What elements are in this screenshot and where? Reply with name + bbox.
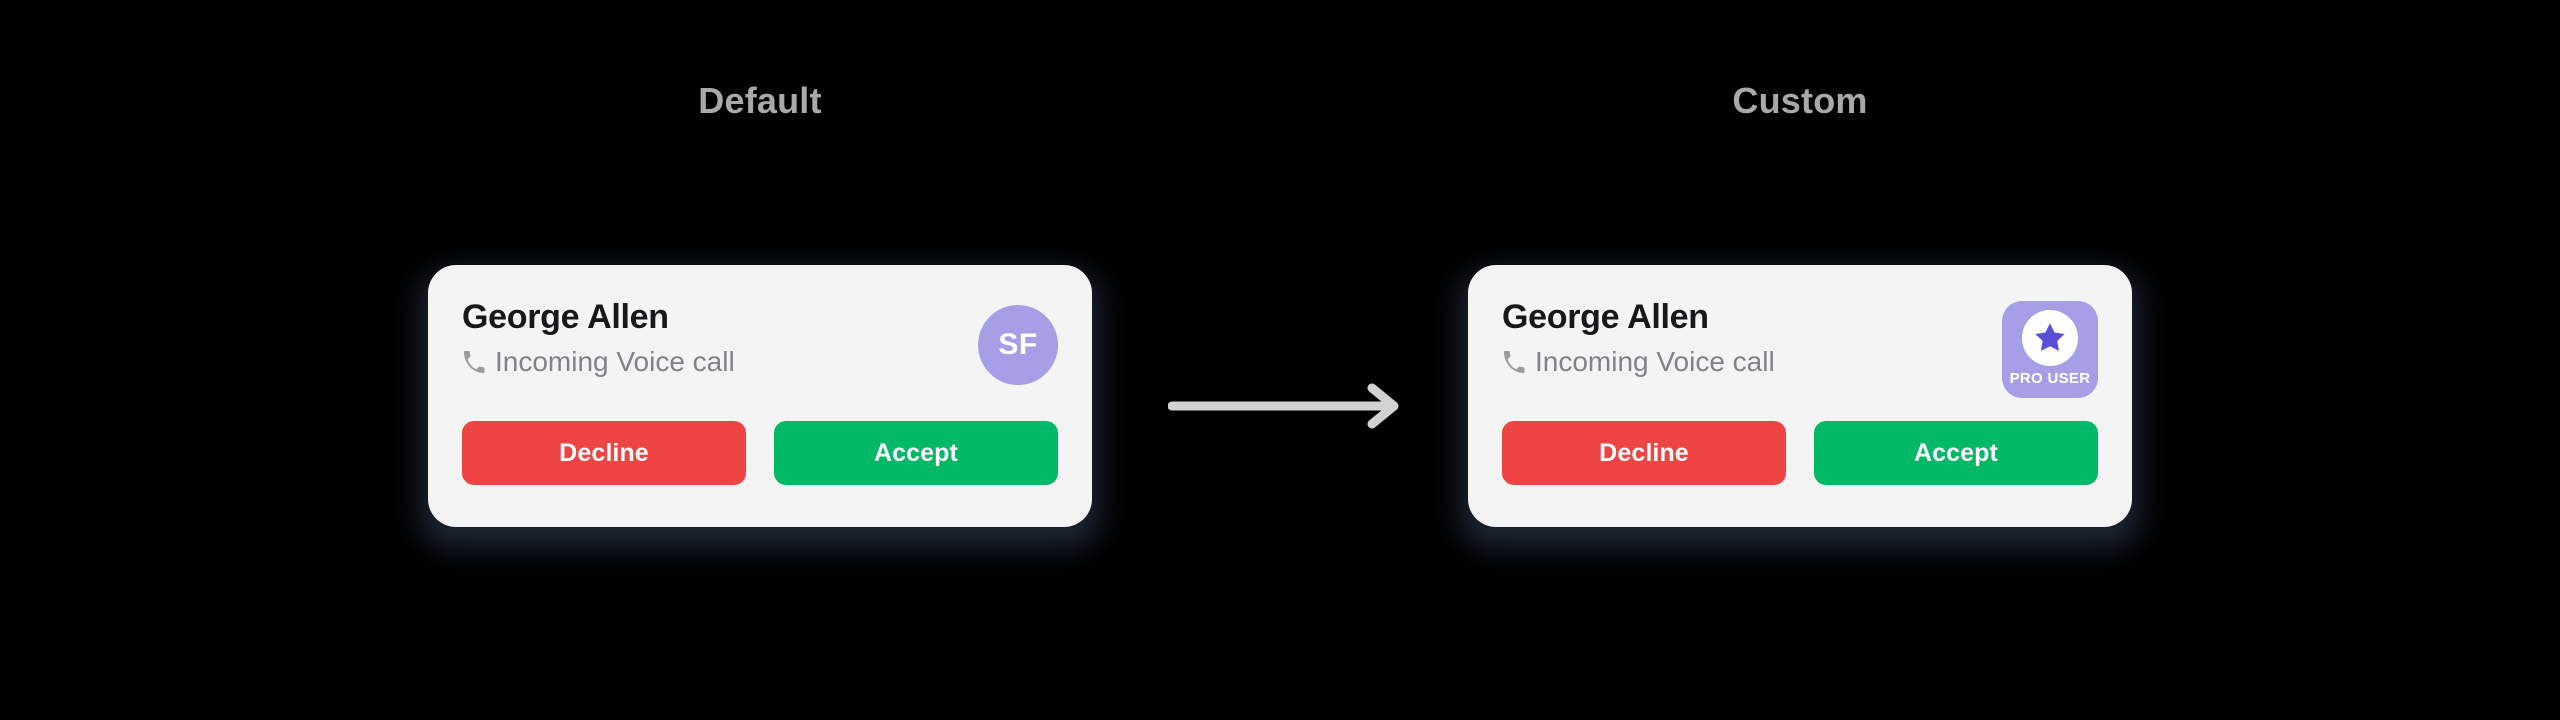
call-action-buttons: Decline Accept bbox=[462, 421, 1058, 485]
arrow-right-icon bbox=[1168, 382, 1408, 430]
pro-user-badge-label: PRO USER bbox=[2009, 370, 2091, 387]
call-action-buttons: Decline Accept bbox=[1502, 421, 2098, 485]
incoming-call-card-default: George Allen Incoming Voice call SF Decl… bbox=[428, 265, 1092, 527]
badge-icon-circle bbox=[2022, 310, 2078, 366]
column-title-custom: Custom bbox=[1732, 80, 1868, 121]
column-title-default: Default bbox=[698, 80, 822, 121]
star-icon bbox=[2032, 320, 2068, 356]
decline-button[interactable]: Decline bbox=[462, 421, 746, 485]
call-card-header: George Allen Incoming Voice call SF bbox=[462, 298, 1058, 411]
call-card-header: George Allen Incoming Voice call bbox=[1502, 298, 2098, 411]
caller-name: George Allen bbox=[462, 298, 669, 336]
pro-user-badge: PRO USER bbox=[2002, 301, 2098, 398]
phone-icon bbox=[462, 350, 486, 374]
incoming-call-card-custom: George Allen Incoming Voice call bbox=[1468, 265, 2132, 527]
avatar: SF bbox=[978, 305, 1058, 385]
call-status-row: Incoming Voice call bbox=[1502, 348, 2098, 376]
decline-button[interactable]: Decline bbox=[1502, 421, 1786, 485]
custom-call-card-wrapper: George Allen Incoming Voice call bbox=[1458, 265, 2142, 549]
default-call-card-wrapper: George Allen Incoming Voice call SF Decl… bbox=[418, 265, 1102, 549]
call-status-text: Incoming Voice call bbox=[495, 346, 735, 378]
avatar-initials: SF bbox=[998, 328, 1038, 361]
accept-button[interactable]: Accept bbox=[774, 421, 1058, 485]
call-status-row: Incoming Voice call bbox=[462, 348, 1058, 376]
accept-button[interactable]: Accept bbox=[1814, 421, 2098, 485]
call-status-text: Incoming Voice call bbox=[1535, 346, 1775, 378]
phone-icon bbox=[1502, 350, 1526, 374]
caller-name: George Allen bbox=[1502, 298, 1709, 336]
